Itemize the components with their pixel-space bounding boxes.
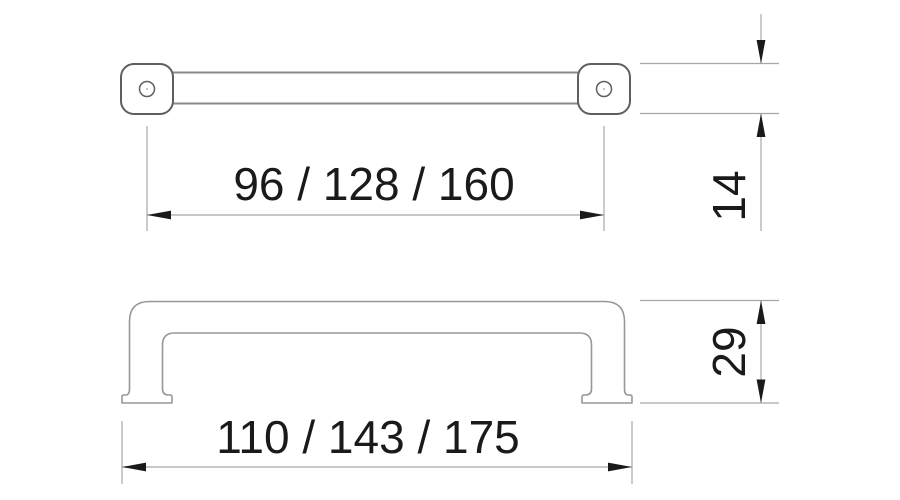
arrowhead-down	[756, 40, 766, 64]
arrowhead-left	[122, 462, 146, 472]
dimension-plate-depth: 14	[640, 14, 779, 231]
dimension-label-handle-height: 29	[703, 326, 755, 377]
handle-silhouette	[121, 300, 633, 404]
dimension-label-plate-depth: 14	[703, 170, 755, 221]
screw-hole-right-center-mark	[603, 88, 605, 90]
front-view	[121, 300, 633, 404]
arrowhead-up	[756, 300, 766, 324]
arrowhead-left	[147, 210, 171, 220]
arrowhead-right	[580, 210, 604, 220]
arrowhead-right	[608, 462, 632, 472]
dimension-handle-height: 29	[640, 299, 779, 404]
arrowhead-up	[756, 113, 766, 137]
dimension-hole-spacing: 96 / 128 / 160	[146, 126, 605, 231]
top-view	[120, 63, 631, 115]
screw-hole-left-center-mark	[146, 88, 148, 90]
arrowhead-down	[756, 379, 766, 403]
dimension-overall-width: 110 / 143 / 175	[121, 411, 633, 484]
dimension-label-overall-width: 110 / 143 / 175	[216, 411, 520, 463]
dimension-label-hole-spacing: 96 / 128 / 160	[233, 158, 514, 210]
